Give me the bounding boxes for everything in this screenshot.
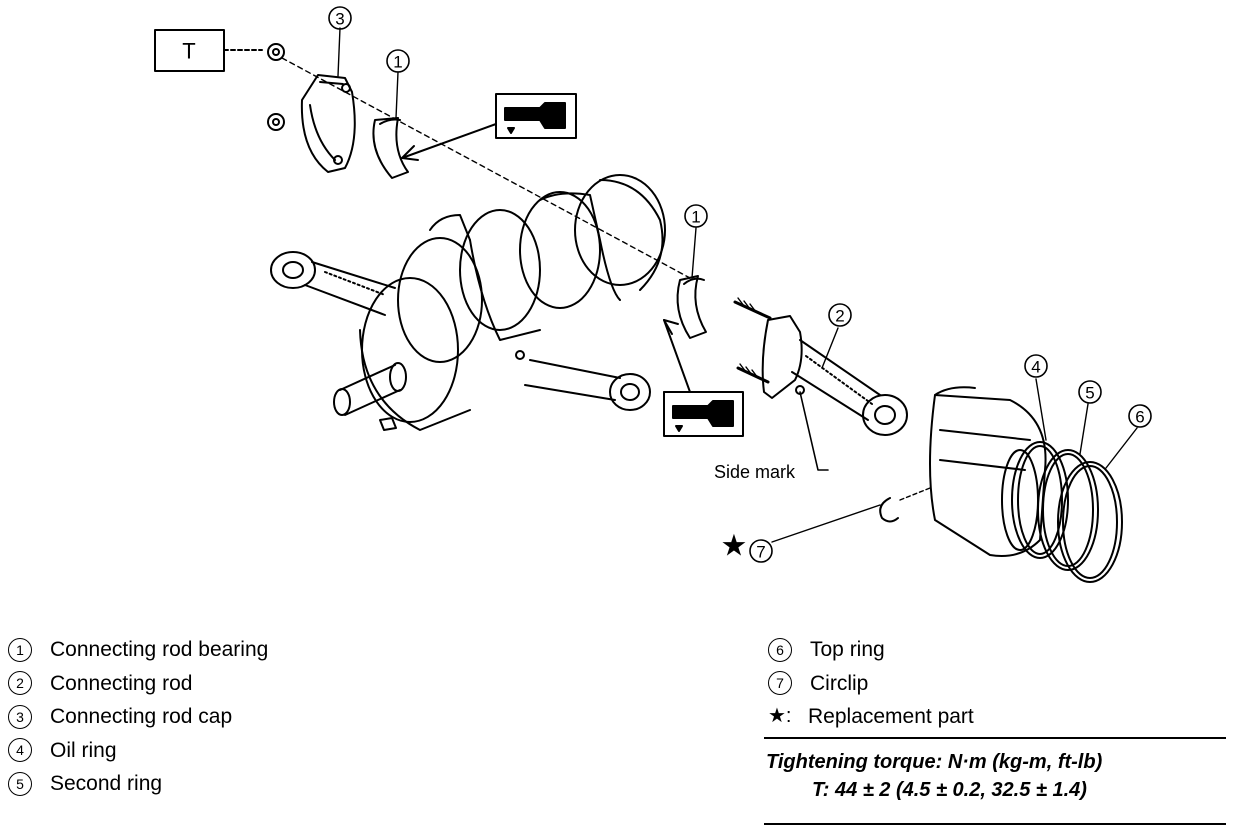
oil-can-icon-upper: [401, 93, 577, 161]
torque-title: Tightening torque: N·m (kg-m, ft-lb): [766, 751, 1103, 773]
bearing-shell-middle: [676, 275, 707, 339]
legend-num: 4: [8, 738, 32, 763]
torque-value: T: 44 ± 2 (4.5 ± 0.2, 32.5 ± 1.4): [812, 779, 1087, 801]
connecting-rod-installed-left: [270, 251, 396, 316]
legend-num: 5: [8, 771, 32, 796]
callout-7: 7: [756, 543, 765, 562]
legend-label: Top ring: [810, 638, 885, 661]
legend-label: Connecting rod cap: [50, 705, 233, 728]
cap-nut-lower: [267, 113, 285, 131]
legend-right: 6 Top ring 7 Circlip ★: Replacement part: [768, 633, 974, 734]
legend-num: 2: [8, 671, 32, 696]
rod-bolt-upper: [733, 297, 772, 320]
legend-item: 1 Connecting rod bearing: [8, 633, 268, 667]
torque-tag: [154, 29, 263, 72]
callout-1-circle-top: [386, 49, 410, 73]
legend-label: Connecting rod: [50, 671, 193, 695]
callout-5: 5: [1085, 384, 1094, 403]
legend-num: 3: [8, 704, 32, 729]
cap-nut-upper: [267, 43, 285, 61]
callout-5-circle: [1078, 380, 1102, 404]
connecting-rod-installed-right: [524, 359, 651, 411]
legend-label: Oil ring: [50, 738, 117, 762]
connecting-rod: [761, 315, 908, 471]
legend-label: Connecting rod bearing: [50, 638, 269, 661]
alignment-line-top: [281, 57, 691, 279]
callout-4-circle: [1024, 354, 1048, 378]
legend-item: 7 Circlip: [768, 667, 974, 701]
legend-item: 3 Connecting rod cap: [8, 700, 268, 734]
callout-1-top: 1: [393, 53, 402, 72]
connecting-rod-cap: [300, 74, 356, 173]
legend-item: 4 Oil ring: [8, 734, 268, 768]
callout-3: 3: [335, 10, 344, 29]
bearing-shell-upper: [372, 117, 409, 179]
oil-ring: [1011, 441, 1069, 559]
legend-item-star: ★: Replacement part: [768, 700, 974, 734]
callout-1-mid: 1: [691, 208, 700, 227]
legend-label: Second ring: [50, 772, 163, 795]
callout-6: 6: [1135, 408, 1144, 427]
piston: [929, 386, 1047, 557]
callout-6-circle: [1128, 404, 1152, 428]
legend-num: 7: [768, 671, 792, 696]
replacement-star-icon: ★: [721, 530, 748, 563]
callout-1-circle-mid: [684, 204, 708, 228]
callout-4: 4: [1031, 358, 1040, 377]
legend-left: 1 Connecting rod bearing 2 Connecting ro…: [8, 633, 268, 801]
leader-lines: [337, 27, 1138, 543]
legend-item: 2 Connecting rod: [8, 667, 268, 701]
star-icon: ★:: [768, 705, 792, 727]
legend-label: Circlip: [810, 671, 869, 695]
callout-2: 2: [835, 307, 844, 326]
top-ring: [1057, 461, 1123, 583]
callout-7-circle: [749, 539, 773, 563]
torque-tag-letter: T: [182, 39, 195, 64]
crankshaft: [333, 174, 666, 431]
side-mark-label: Side mark: [714, 462, 796, 482]
circlip: [879, 487, 931, 523]
legend-num: 6: [768, 637, 792, 662]
legend-label: Replacement part: [808, 705, 974, 728]
oil-can-icon-lower: [663, 319, 744, 437]
legend-item: 5 Second ring: [8, 767, 268, 801]
callout-2-circle: [828, 303, 852, 327]
callout-3-circle: [328, 6, 352, 30]
legend-item: 6 Top ring: [768, 633, 974, 667]
legend-num: 1: [8, 637, 32, 662]
torque-spec-box: Tightening torque: N·m (kg-m, ft-lb) T: …: [764, 737, 1226, 825]
